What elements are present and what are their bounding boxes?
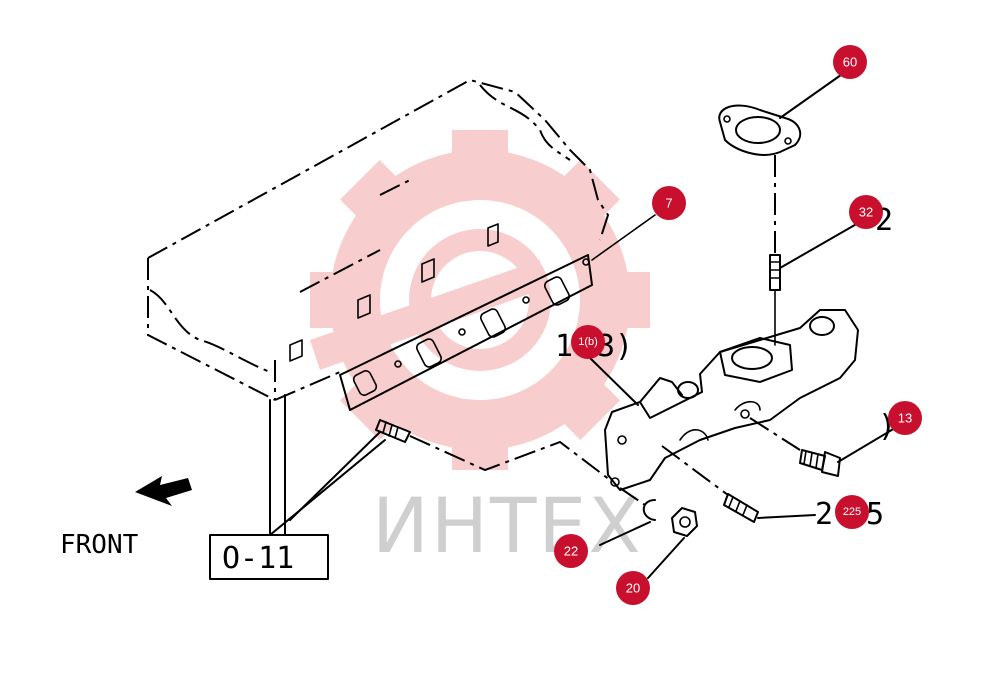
stud-32 — [769, 221, 861, 346]
callout-20-label: 20 — [626, 581, 640, 596]
nut-20 — [647, 507, 698, 579]
lock-washer-22 — [599, 499, 656, 546]
callout-32[interactable]: 32 — [849, 195, 883, 229]
reference-box-text: O-11 — [222, 541, 294, 576]
callout-32-label: 32 — [859, 205, 873, 220]
manifold-leader — [589, 357, 639, 406]
callout-60[interactable]: 60 — [833, 45, 867, 79]
callout-7-label: 7 — [665, 196, 672, 211]
svg-text:2: 2 — [815, 497, 833, 532]
watermark-brand-text: ИНТЕХ — [372, 481, 643, 570]
callout-13[interactable]: 13 — [888, 401, 922, 435]
callout-20[interactable]: 20 — [616, 571, 650, 605]
callout-60-label: 60 — [843, 55, 857, 70]
callout-225[interactable]: 225 — [835, 495, 869, 529]
callout-1b-label: 1(b) — [578, 336, 598, 348]
front-arrow-icon — [135, 476, 192, 506]
watermark-gear-logo — [310, 130, 650, 470]
callout-22[interactable]: 22 — [554, 534, 588, 568]
svg-text:1: 1 — [555, 329, 573, 364]
outlet-flange-gasket — [718, 69, 849, 255]
exhaust-gasket — [339, 214, 656, 411]
stud-left — [289, 419, 611, 521]
callout-7[interactable]: 7 — [652, 186, 686, 220]
callout-22-label: 22 — [564, 544, 578, 559]
callout-225-label: 225 — [843, 506, 861, 518]
original-part-numbers: 1 3) 2 5 2 ) — [555, 203, 896, 532]
bolt-13 — [799, 427, 896, 477]
stud-225 — [723, 493, 816, 523]
callout-1b[interactable]: 1(b) — [571, 325, 605, 359]
reference-leaders — [269, 394, 386, 536]
front-label: FRONT — [60, 530, 139, 560]
exhaust-manifold — [604, 309, 859, 506]
reference-box: O-11 — [209, 534, 329, 580]
callout-13-label: 13 — [898, 411, 912, 426]
svg-text:5: 5 — [866, 497, 884, 532]
